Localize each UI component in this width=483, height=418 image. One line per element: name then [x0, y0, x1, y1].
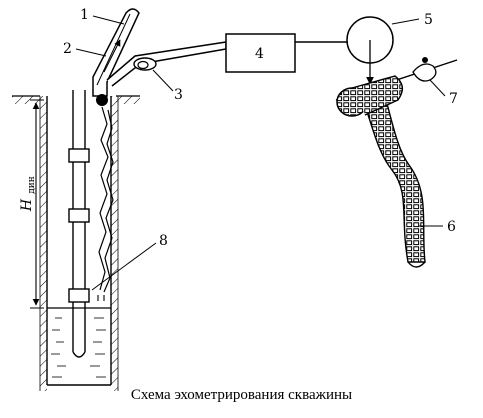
label-2: 2 — [63, 41, 72, 57]
wellhead-assembly — [92, 8, 140, 106]
label-7: 7 — [449, 91, 458, 107]
level-label-main: H — [19, 198, 35, 212]
label-6: 6 — [447, 219, 456, 235]
level-label: H дин — [19, 176, 37, 212]
sensor-branch — [106, 41, 227, 87]
label-3: 3 — [174, 87, 183, 103]
well-casing — [39, 96, 119, 391]
label-8: 8 — [159, 233, 168, 249]
label-5: 5 — [424, 12, 433, 28]
tubing-string — [68, 90, 90, 358]
ground-surface — [12, 95, 140, 104]
level-label-sub: дин — [27, 176, 37, 194]
diagram-caption: Схема эхометрирования скважины — [130, 387, 353, 403]
echo-wave — [97, 106, 114, 301]
leader-lines — [75, 15, 446, 291]
recorder-block — [225, 33, 296, 73]
recording-tape — [335, 57, 458, 268]
label-4: 4 — [255, 46, 264, 62]
well-fluid — [47, 307, 111, 378]
dynamic-level-dimension — [30, 99, 44, 309]
label-1: 1 — [80, 7, 89, 23]
